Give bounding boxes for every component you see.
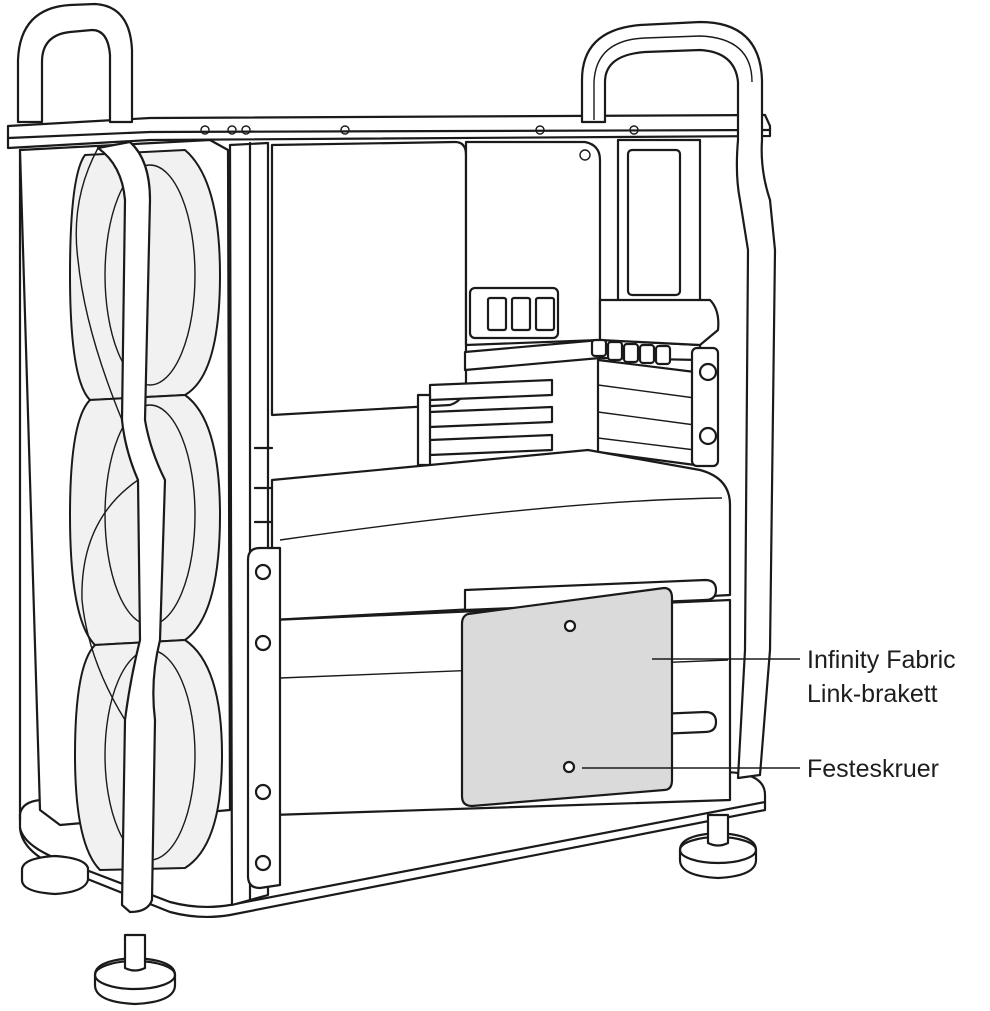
screw-icon	[254, 783, 272, 801]
infinity-fabric-link-bracket	[460, 586, 674, 808]
screw-icon	[254, 634, 272, 652]
bracket-label-line2: Link-brakett	[807, 680, 938, 708]
bracket-label-line1: Infinity Fabric	[807, 646, 956, 674]
fan-module	[18, 138, 232, 871]
thumbscrew-icon	[698, 362, 718, 382]
left-handle	[16, 2, 167, 914]
mounting-screw-icon	[563, 619, 577, 633]
thumbscrew-icon	[698, 426, 718, 446]
foot-front-left	[93, 933, 177, 1006]
screw-icon	[254, 854, 272, 872]
pcie-slots	[416, 298, 720, 468]
port-icon	[486, 296, 508, 332]
io-card	[270, 140, 468, 417]
right-slot-module	[616, 138, 702, 304]
top-frame	[6, 113, 772, 150]
port-icon	[510, 296, 532, 332]
mpx-module-upper	[270, 448, 732, 622]
port-icon	[534, 296, 556, 332]
foot-back-left	[20, 854, 90, 896]
mounting-screw-icon	[562, 760, 576, 774]
foot-right	[678, 813, 758, 880]
screw-icon	[254, 563, 272, 581]
screws-label: Festeskruer	[807, 755, 939, 783]
right-handle	[580, 20, 777, 780]
rear-panel	[464, 140, 602, 347]
left-rail	[246, 446, 282, 890]
